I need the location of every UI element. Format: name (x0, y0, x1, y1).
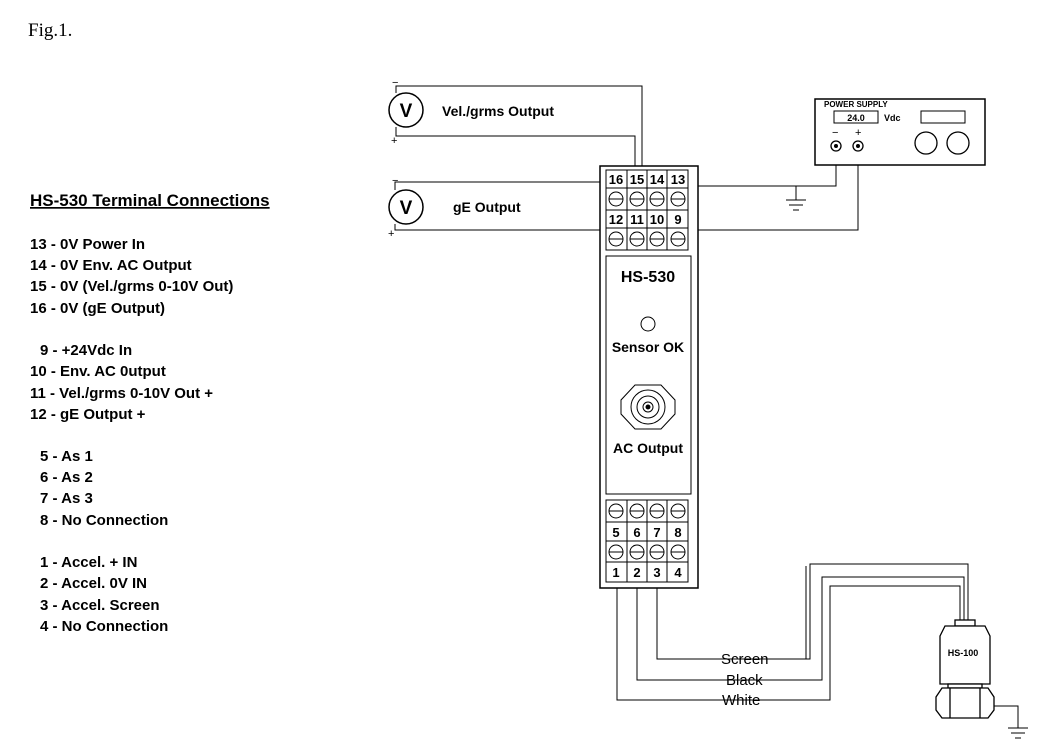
legend-item: 2 - Accel. 0V IN (40, 575, 147, 592)
plus-sign: + (388, 228, 394, 240)
sensor-ok-led-icon (640, 316, 656, 332)
legend-item: 6 - As 2 (40, 469, 93, 486)
terminal-number: 2 (633, 565, 640, 580)
power-supply: POWER SUPPLY 24.0 Vdc − + (814, 98, 986, 166)
terminal-legend: HS-530 Terminal Connections 13 - 0V Powe… (30, 191, 270, 635)
legend-item: 12 - gE Output + (30, 406, 146, 423)
knob-icon (914, 131, 938, 155)
wires (394, 85, 1019, 728)
sensor-ok-label: Sensor OK (612, 339, 684, 355)
legend-item: 14 - 0V Env. AC Output (30, 257, 192, 274)
figure-label: Fig.1. (28, 20, 72, 41)
bnc-connector-icon (620, 384, 676, 430)
screw-terminal-icon (608, 503, 686, 560)
terminal-number: 13 (671, 172, 685, 187)
terminal-number: 5 (612, 525, 619, 540)
terminal-number: 12 (609, 212, 623, 227)
screen-wire-label: Screen (721, 651, 769, 668)
terminal-number: 11 (630, 212, 644, 227)
legend-item: 16 - 0V (gE Output) (30, 300, 165, 317)
voltage-unit: Vdc (884, 113, 901, 123)
voltmeter-icon (388, 189, 424, 225)
plus-sign: + (855, 127, 861, 139)
screw-terminal-icon (608, 191, 686, 247)
legend-item: 11 - Vel./grms 0-10V Out + (30, 385, 213, 402)
terminal-number: 7 (653, 525, 660, 540)
terminal-number: 16 (609, 172, 623, 187)
vel-output-label: Vel./grms Output (442, 103, 554, 119)
terminal-number: 3 (653, 565, 660, 580)
voltmeter-symbol: V (400, 101, 413, 122)
hs100-accelerometer: HS-100 (935, 619, 995, 719)
terminal-number: 10 (650, 212, 664, 227)
black-wire-label: Black (726, 672, 763, 689)
module-name: HS-530 (621, 269, 675, 286)
terminal-number: 9 (674, 212, 681, 227)
white-wire-label: White (722, 692, 760, 709)
hs530-module: 16 15 14 13 12 11 10 9 HS-530 Sensor OK (599, 165, 699, 589)
power-supply-title: POWER SUPPLY (824, 100, 888, 109)
legend-item: 13 - 0V Power In (30, 236, 145, 253)
legend-item: 1 - Accel. + IN (40, 554, 137, 571)
voltmeter-symbol: V (400, 198, 413, 219)
terminal-number: 15 (630, 172, 644, 187)
legend-item: 15 - 0V (Vel./grms 0-10V Out) (30, 278, 233, 295)
ge-output-label: gE Output (453, 199, 521, 215)
vel-voltmeter: V − + Vel./grms Output (388, 77, 554, 147)
terminal-number: 6 (633, 525, 640, 540)
terminal-number: 1 (612, 565, 619, 580)
voltage-display (833, 110, 879, 124)
ac-output-label: AC Output (613, 440, 683, 456)
terminal-number: 4 (674, 565, 682, 580)
current-display (920, 110, 966, 124)
plus-sign: + (391, 135, 397, 147)
legend-item: 7 - As 3 (40, 490, 93, 507)
ground-icon (786, 199, 806, 211)
legend-item: 8 - No Connection (40, 512, 168, 529)
minus-sign: − (392, 175, 398, 187)
minus-sign: − (832, 127, 838, 139)
terminal-number: 8 (674, 525, 681, 540)
knob-icon (946, 131, 970, 155)
ground-icon (1008, 727, 1028, 739)
voltmeter-icon (388, 92, 424, 128)
voltage-value: 24.0 (847, 113, 865, 123)
legend-item: 10 - Env. AC 0utput (30, 363, 166, 380)
legend-item: 3 - Accel. Screen (40, 597, 160, 614)
legend-title: HS-530 Terminal Connections (30, 191, 270, 210)
terminal-number: 14 (650, 172, 665, 187)
legend-item: 4 - No Connection (40, 618, 168, 635)
legend-item: 5 - As 1 (40, 448, 93, 465)
legend-item: 9 - +24Vdc In (40, 342, 132, 359)
ge-voltmeter: V − + gE Output (388, 175, 521, 240)
minus-sign: − (392, 77, 398, 89)
sensor-name: HS-100 (948, 648, 979, 658)
